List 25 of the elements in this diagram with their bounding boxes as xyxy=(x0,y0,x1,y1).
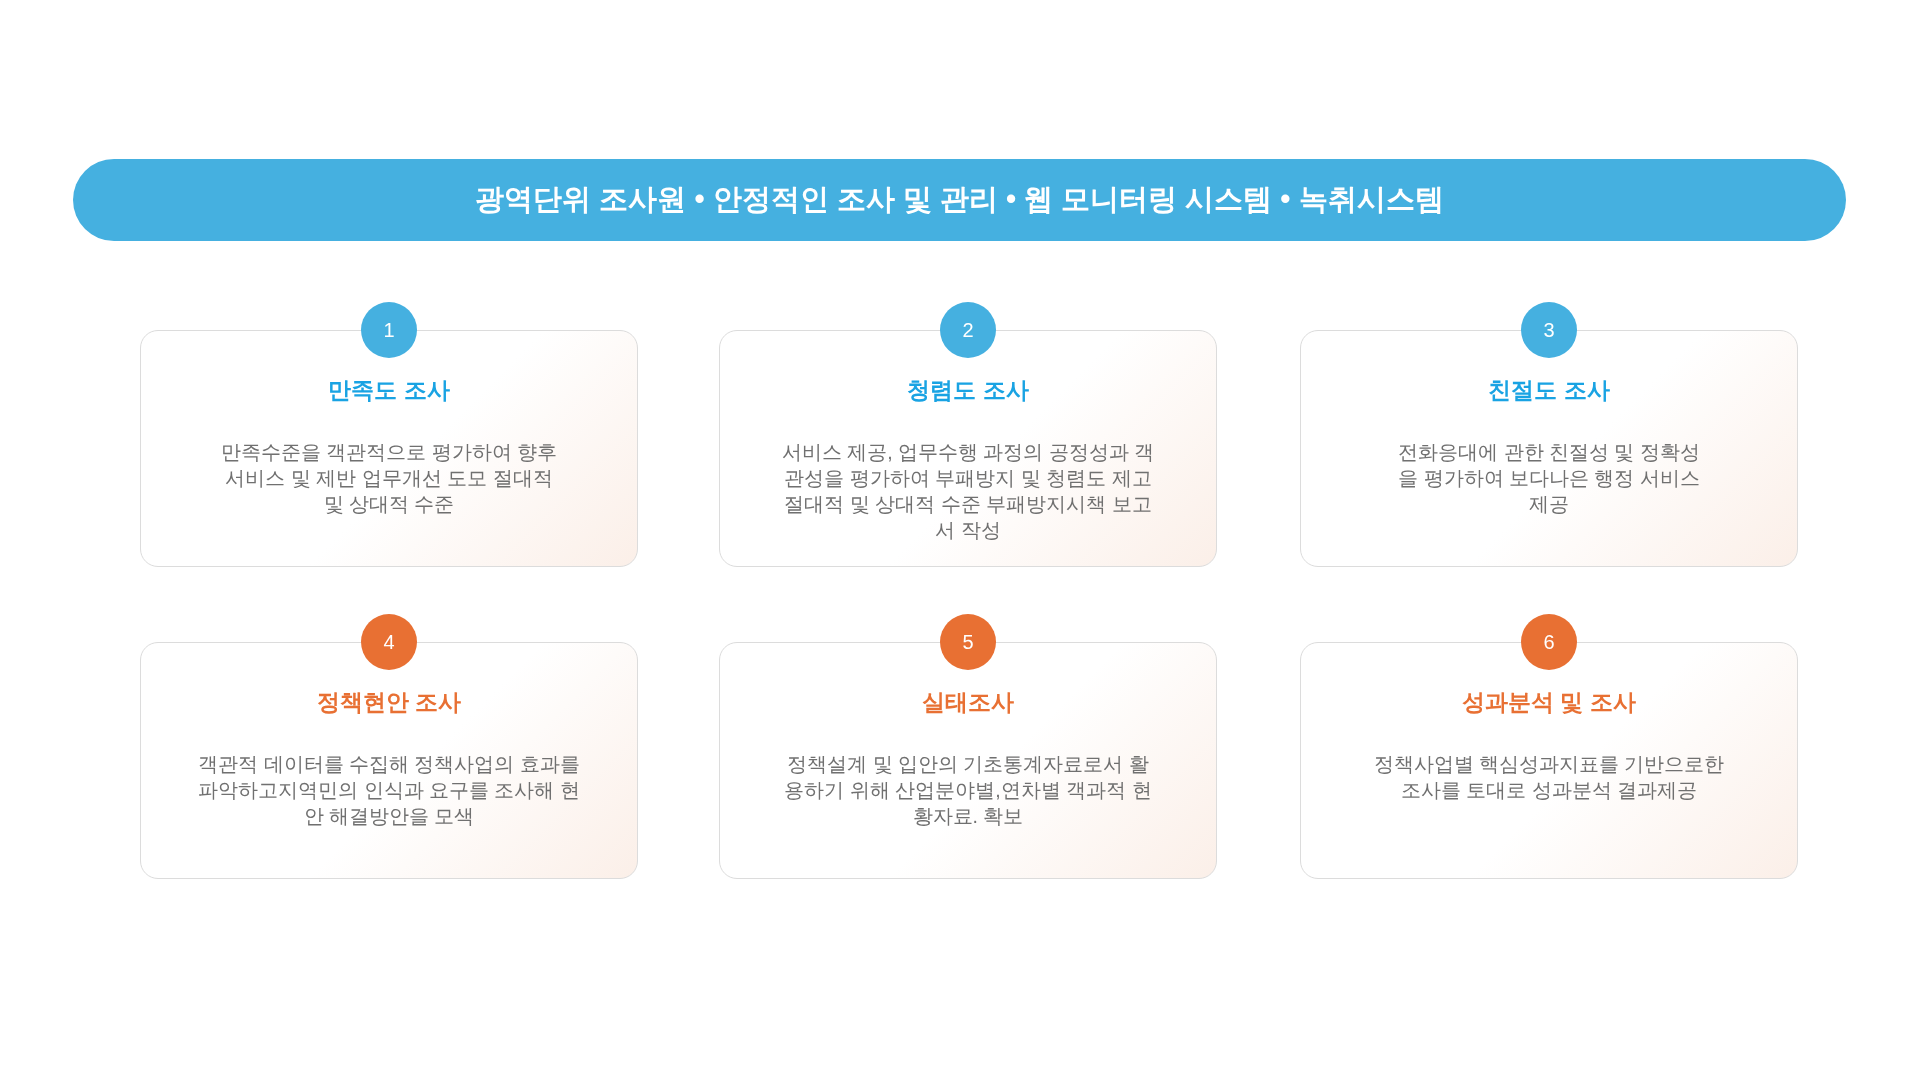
number-badge xyxy=(940,302,996,358)
step-number: 4 xyxy=(383,630,395,654)
number-badge xyxy=(361,302,417,358)
step-number: 5 xyxy=(962,630,974,654)
card-title: 만족도 조사 xyxy=(327,376,451,405)
card-title: 성과분석 및 조사 xyxy=(1461,688,1637,717)
card-description: 만족수준을 객관적으로 평가하여 향후 서비스 및 제반 업무개선 도모 절대적 및 상대적 수준 xyxy=(219,440,559,517)
card-title: 정책현안 조사 xyxy=(315,688,463,717)
card-description: 객관적 데이터를 수집해 정책사업의 효과를 파악하고지역민의 인식과 요구를 조사해 현안 해결방안을 모색 xyxy=(197,752,581,829)
step-number: 2 xyxy=(962,318,974,342)
banner-text: 광역단위 조사원 • 안정적인 조사 및 관리 • 웹 모니터링 시스템 • 녹취시스템 xyxy=(475,182,1444,217)
card-description: 서비스 제공, 업무수행 과정의 공정성과 객관성을 평가하여 부패방지 및 청렴도 제고 절대적 및 상대적 수준 부패방지시책 보고서 작성 xyxy=(780,440,1156,543)
number-badge xyxy=(940,614,996,670)
step-number: 3 xyxy=(1543,318,1555,342)
card-title: 실태조사 xyxy=(921,688,1015,717)
card-description: 정책사업별 핵심성과지표를 기반으로한 조사를 토대로 성과분석 결과제공 xyxy=(1372,752,1726,803)
step-number: 6 xyxy=(1543,630,1555,654)
number-badge xyxy=(1521,302,1577,358)
card-description: 전화응대에 관한 친절성 및 정확성을 평가하여 보다나은 행정 서비스 제공 xyxy=(1397,440,1701,517)
card-description: 정책설계 및 입안의 기초통계자료로서 활용하기 위해 산업분야별,연차별 객과적 현황자료. 확보 xyxy=(783,752,1153,829)
number-badge xyxy=(361,614,417,670)
number-badge xyxy=(1521,614,1577,670)
step-number: 1 xyxy=(383,318,395,342)
card-title: 청렴도 조사 xyxy=(906,376,1030,405)
card-title: 친절도 조사 xyxy=(1487,376,1611,405)
